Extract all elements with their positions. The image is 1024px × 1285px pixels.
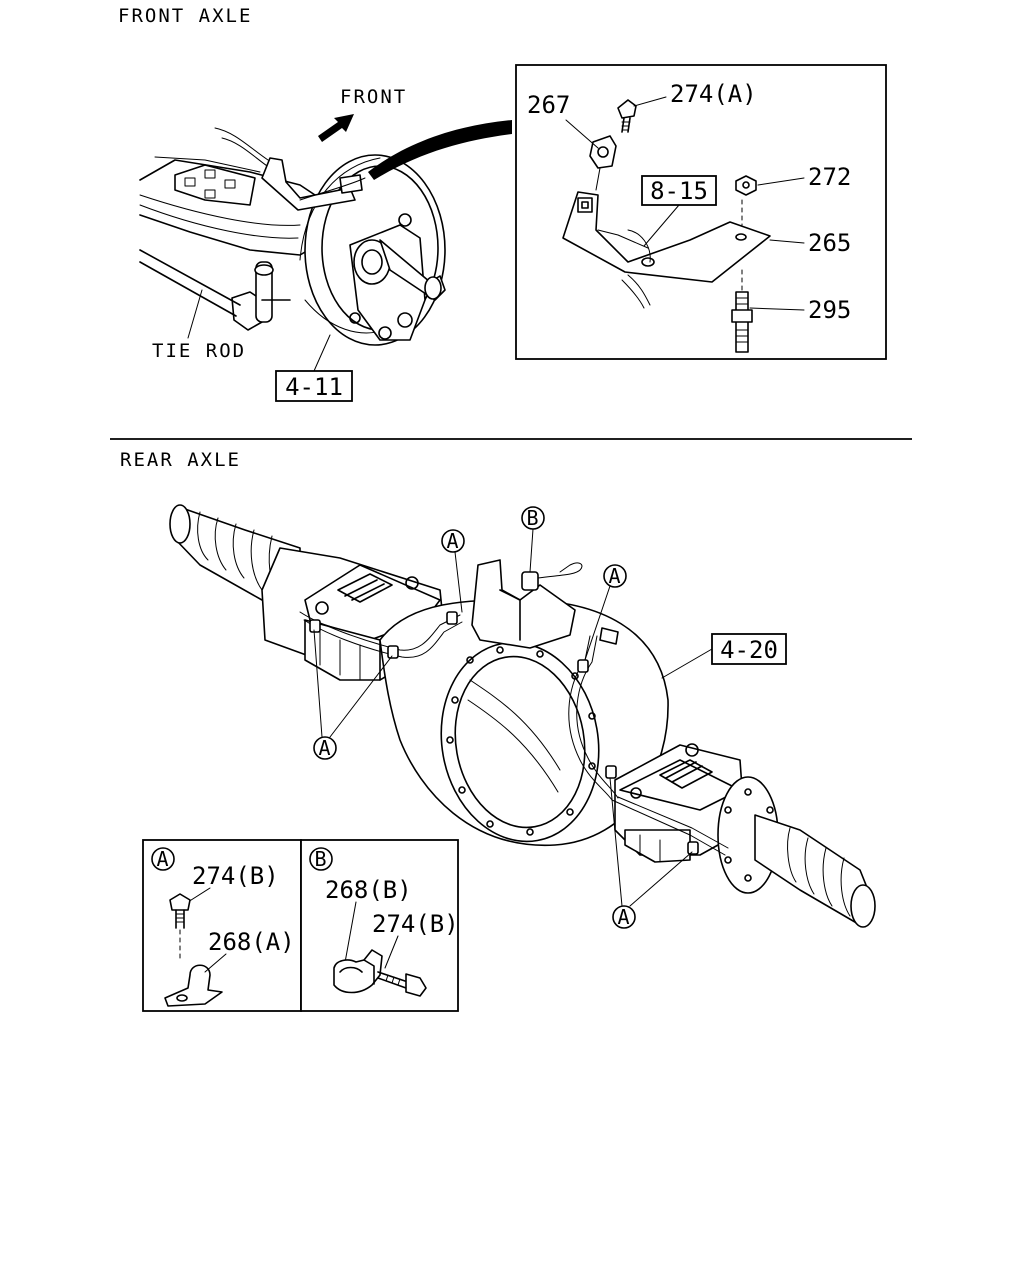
rear-axle-title: REAR AXLE <box>120 449 241 471</box>
callout-a-left-bottom: A <box>313 629 393 760</box>
detail-b-part-274b-label: 274(B) <box>372 910 459 938</box>
detail-a-part-268a-label: 268(A) <box>208 928 295 956</box>
ref-box-4-20: 4-20 <box>661 633 787 679</box>
callout-b-top: B <box>521 506 545 573</box>
callout-a-right-bottom: A <box>609 777 693 929</box>
svg-text:A: A <box>608 564 621 588</box>
callout-a-right-top: A <box>584 564 627 661</box>
svg-text:A: A <box>318 736 331 760</box>
callout-a-top: A <box>441 529 465 613</box>
part-265-label: 265 <box>808 229 851 257</box>
front-axle-drawing <box>139 127 446 346</box>
front-inset-detail: 267 274(A) 8-15 272 265 295 <box>515 64 887 360</box>
svg-text:A: A <box>446 529 459 553</box>
part-267-label: 267 <box>527 91 570 119</box>
svg-text:A: A <box>156 847 169 871</box>
rear-axle-drawing <box>169 504 876 928</box>
tie-rod-label: TIE ROD <box>152 340 246 362</box>
detail-b-box: B 268(B) 274(B) <box>300 839 459 1012</box>
ref-8-15-label: 8-15 <box>650 177 708 205</box>
ref-4-11-label: 4-11 <box>285 373 343 401</box>
front-axle-title: FRONT AXLE <box>118 5 252 27</box>
svg-text:B: B <box>526 506 539 530</box>
front-direction-label: FRONT <box>340 86 407 108</box>
detail-a-box: A 274(B) 268(A) <box>142 839 302 1012</box>
part-295-label: 295 <box>808 296 851 324</box>
detail-a-part-274b-label: 274(B) <box>192 862 279 890</box>
svg-text:B: B <box>314 847 327 871</box>
detail-b-part-268b-label: 268(B) <box>325 876 412 904</box>
ref-box-4-11: 4-11 <box>275 334 353 402</box>
svg-text:A: A <box>617 905 630 929</box>
part-274a-label: 274(A) <box>670 80 757 108</box>
part-272-label: 272 <box>808 163 851 191</box>
detail-pointer-arrow <box>368 120 512 180</box>
ref-4-20-label: 4-20 <box>720 636 778 664</box>
front-direction-arrow <box>318 114 354 142</box>
